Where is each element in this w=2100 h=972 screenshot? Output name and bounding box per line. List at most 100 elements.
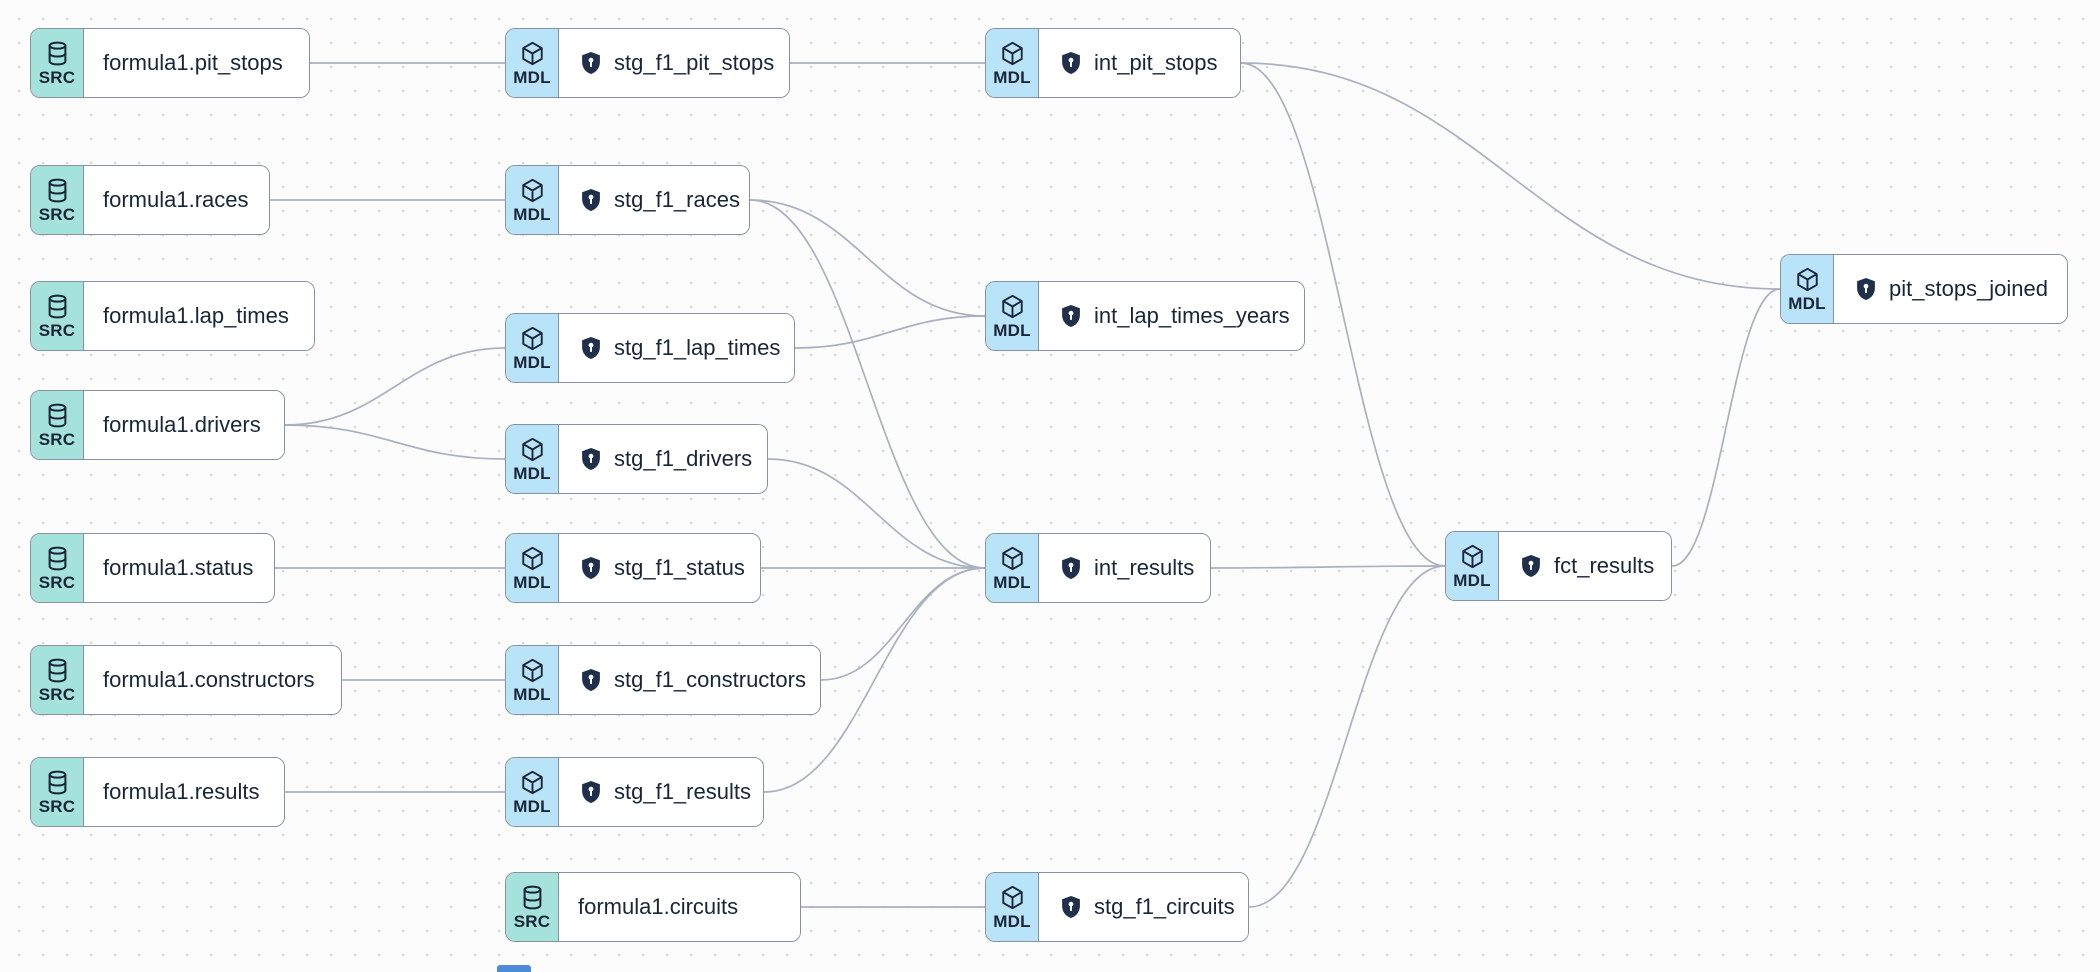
node-type-label: MDL [993, 321, 1031, 340]
shield-lock-icon [578, 667, 604, 693]
node-type-badge: MDL [986, 282, 1039, 350]
graph-node-src_status[interactable]: SRC formula1.status [30, 533, 275, 603]
shield-lock-icon [1058, 894, 1084, 920]
graph-node-stg_f1_pit_stops[interactable]: MDL stg_f1_pit_stops [505, 28, 790, 98]
cube-icon [519, 436, 546, 463]
node-type-label: MDL [1453, 571, 1491, 590]
edge-fct_results-to-pit_stops_joined [1671, 288, 1781, 567]
node-type-badge: SRC [31, 646, 84, 714]
cube-icon [519, 40, 546, 67]
node-body: int_pit_stops [1039, 29, 1240, 97]
database-icon [44, 402, 71, 429]
node-label: formula1.drivers [103, 412, 261, 437]
node-type-label: MDL [513, 685, 551, 704]
node-label: formula1.pit_stops [103, 50, 283, 75]
edge-src_drivers-to-stg_f1_lap_times [284, 347, 506, 426]
database-icon [44, 293, 71, 320]
graph-node-src_constructors[interactable]: SRC formula1.constructors [30, 645, 342, 715]
database-icon [519, 884, 546, 911]
node-label: stg_f1_circuits [1094, 894, 1235, 919]
cube-icon [999, 40, 1026, 67]
node-type-badge: MDL [506, 166, 559, 234]
shield-lock-icon [1058, 555, 1084, 581]
graph-node-stg_f1_constructors[interactable]: MDL stg_f1_constructors [505, 645, 821, 715]
node-type-badge: SRC [31, 391, 84, 459]
node-label: int_pit_stops [1094, 50, 1218, 75]
clipped-node-fragment [497, 965, 531, 972]
node-type-badge: MDL [986, 873, 1039, 941]
cube-icon [519, 769, 546, 796]
node-body: formula1.results [84, 758, 284, 826]
node-type-badge: MDL [506, 29, 559, 97]
node-label: formula1.constructors [103, 667, 315, 692]
edge-int_pit_stops-to-pit_stops_joined [1240, 62, 1781, 290]
graph-node-pit_stops_joined[interactable]: MDL pit_stops_joined [1780, 254, 2068, 324]
edge-stg_f1_circuits-to-fct_results [1248, 565, 1446, 908]
graph-node-src_circuits[interactable]: SRC formula1.circuits [505, 872, 801, 942]
database-icon [44, 657, 71, 684]
node-body: formula1.lap_times [84, 282, 314, 350]
node-body: stg_f1_status [559, 534, 760, 602]
node-type-label: SRC [513, 912, 551, 931]
edge-stg_f1_races-to-int_lap_times_years [749, 199, 986, 317]
node-body: formula1.circuits [559, 873, 800, 941]
shield-lock-icon [1853, 276, 1879, 302]
node-label: fct_results [1554, 553, 1655, 578]
node-label: pit_stops_joined [1889, 276, 2049, 301]
edge-stg_f1_constructors-to-int_results [820, 567, 986, 681]
node-type-badge: MDL [506, 534, 559, 602]
node-type-label: SRC [38, 797, 76, 816]
node-type-badge: MDL [1781, 255, 1834, 323]
graph-node-fct_results[interactable]: MDL fct_results [1445, 531, 1672, 601]
node-type-badge: SRC [31, 534, 84, 602]
cube-icon [1794, 266, 1821, 293]
database-icon [44, 40, 71, 67]
cube-icon [519, 325, 546, 352]
shield-lock-icon [1058, 50, 1084, 76]
shield-lock-icon [578, 187, 604, 213]
shield-lock-icon [578, 555, 604, 581]
cube-icon [999, 293, 1026, 320]
node-body: formula1.races [84, 166, 269, 234]
node-body: formula1.drivers [84, 391, 284, 459]
node-label: stg_f1_constructors [614, 667, 806, 692]
node-type-badge: MDL [506, 425, 559, 493]
node-type-badge: MDL [986, 29, 1039, 97]
node-body: pit_stops_joined [1834, 255, 2067, 323]
graph-node-int_pit_stops[interactable]: MDL int_pit_stops [985, 28, 1241, 98]
node-type-label: MDL [513, 573, 551, 592]
node-type-badge: SRC [31, 282, 84, 350]
graph-node-src_results[interactable]: SRC formula1.results [30, 757, 285, 827]
node-type-label: SRC [38, 430, 76, 449]
graph-node-stg_f1_status[interactable]: MDL stg_f1_status [505, 533, 761, 603]
node-type-label: MDL [993, 912, 1031, 931]
node-type-badge: MDL [986, 534, 1039, 602]
edge-src_drivers-to-stg_f1_drivers [284, 424, 506, 460]
node-body: formula1.constructors [84, 646, 341, 714]
shield-lock-icon [1518, 553, 1544, 579]
shield-lock-icon [578, 779, 604, 805]
node-label: stg_f1_status [614, 555, 745, 580]
node-label: stg_f1_pit_stops [614, 50, 775, 75]
node-label: formula1.status [103, 555, 254, 580]
graph-node-stg_f1_races[interactable]: MDL stg_f1_races [505, 165, 750, 235]
cube-icon [1459, 543, 1486, 570]
node-type-badge: SRC [31, 758, 84, 826]
node-body: stg_f1_results [559, 758, 763, 826]
node-body: stg_f1_circuits [1039, 873, 1248, 941]
graph-node-stg_f1_circuits[interactable]: MDL stg_f1_circuits [985, 872, 1249, 942]
graph-node-src_drivers[interactable]: SRC formula1.drivers [30, 390, 285, 460]
node-type-label: MDL [513, 464, 551, 483]
shield-lock-icon [1058, 303, 1084, 329]
node-label: stg_f1_races [614, 187, 740, 212]
